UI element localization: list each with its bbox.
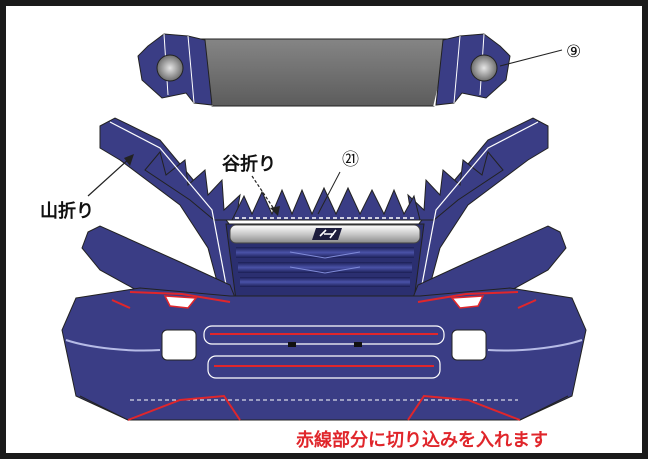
- top-visor-piece: [137, 33, 563, 107]
- bumper-body: [61, 287, 587, 421]
- right-fog-lamp-icon: [451, 329, 487, 361]
- grille-bar-2: [238, 262, 412, 273]
- annotations: ⑨ ㉑ 谷折り 山折り 赤線部分に切り込みを入れます: [40, 42, 581, 451]
- visor-gray-panel: [197, 38, 451, 107]
- cut-line-bottom-left: [127, 394, 241, 421]
- right-lamp-bracket: [435, 33, 511, 106]
- part-number-9: ⑨: [566, 42, 581, 62]
- left-lamp-bracket: [137, 33, 213, 106]
- cut-line-right-top: [417, 291, 519, 303]
- leader-line-21: [317, 171, 341, 215]
- cut-instruction-label: 赤線部分に切り込みを入れます: [296, 429, 548, 451]
- mountain-fold-label: 山折り: [40, 200, 94, 222]
- right-headlamp-icon: [470, 54, 498, 82]
- bumper-lower-slot: [207, 355, 441, 379]
- top-teeth: [231, 186, 421, 221]
- valley-fold-arrow: [251, 175, 277, 213]
- cut-line-bottom-right: [407, 394, 521, 421]
- bumper-upper-slot: [203, 325, 445, 345]
- grille-emblem-icon: [312, 228, 342, 240]
- grille-bar-1: [236, 247, 414, 258]
- part-number-21: ㉑: [342, 150, 359, 170]
- left-headlamp-icon: [156, 54, 184, 82]
- front-bumper: [61, 287, 587, 421]
- valley-fold-label: 谷折り: [222, 153, 276, 175]
- mountain-fold-arrow: [87, 157, 131, 197]
- left-fog-lamp-icon: [161, 329, 197, 361]
- leader-line-9: [499, 49, 563, 67]
- cut-line-left-top: [129, 291, 231, 303]
- grille-bar-3: [240, 277, 410, 287]
- grille-assembly: [81, 117, 567, 301]
